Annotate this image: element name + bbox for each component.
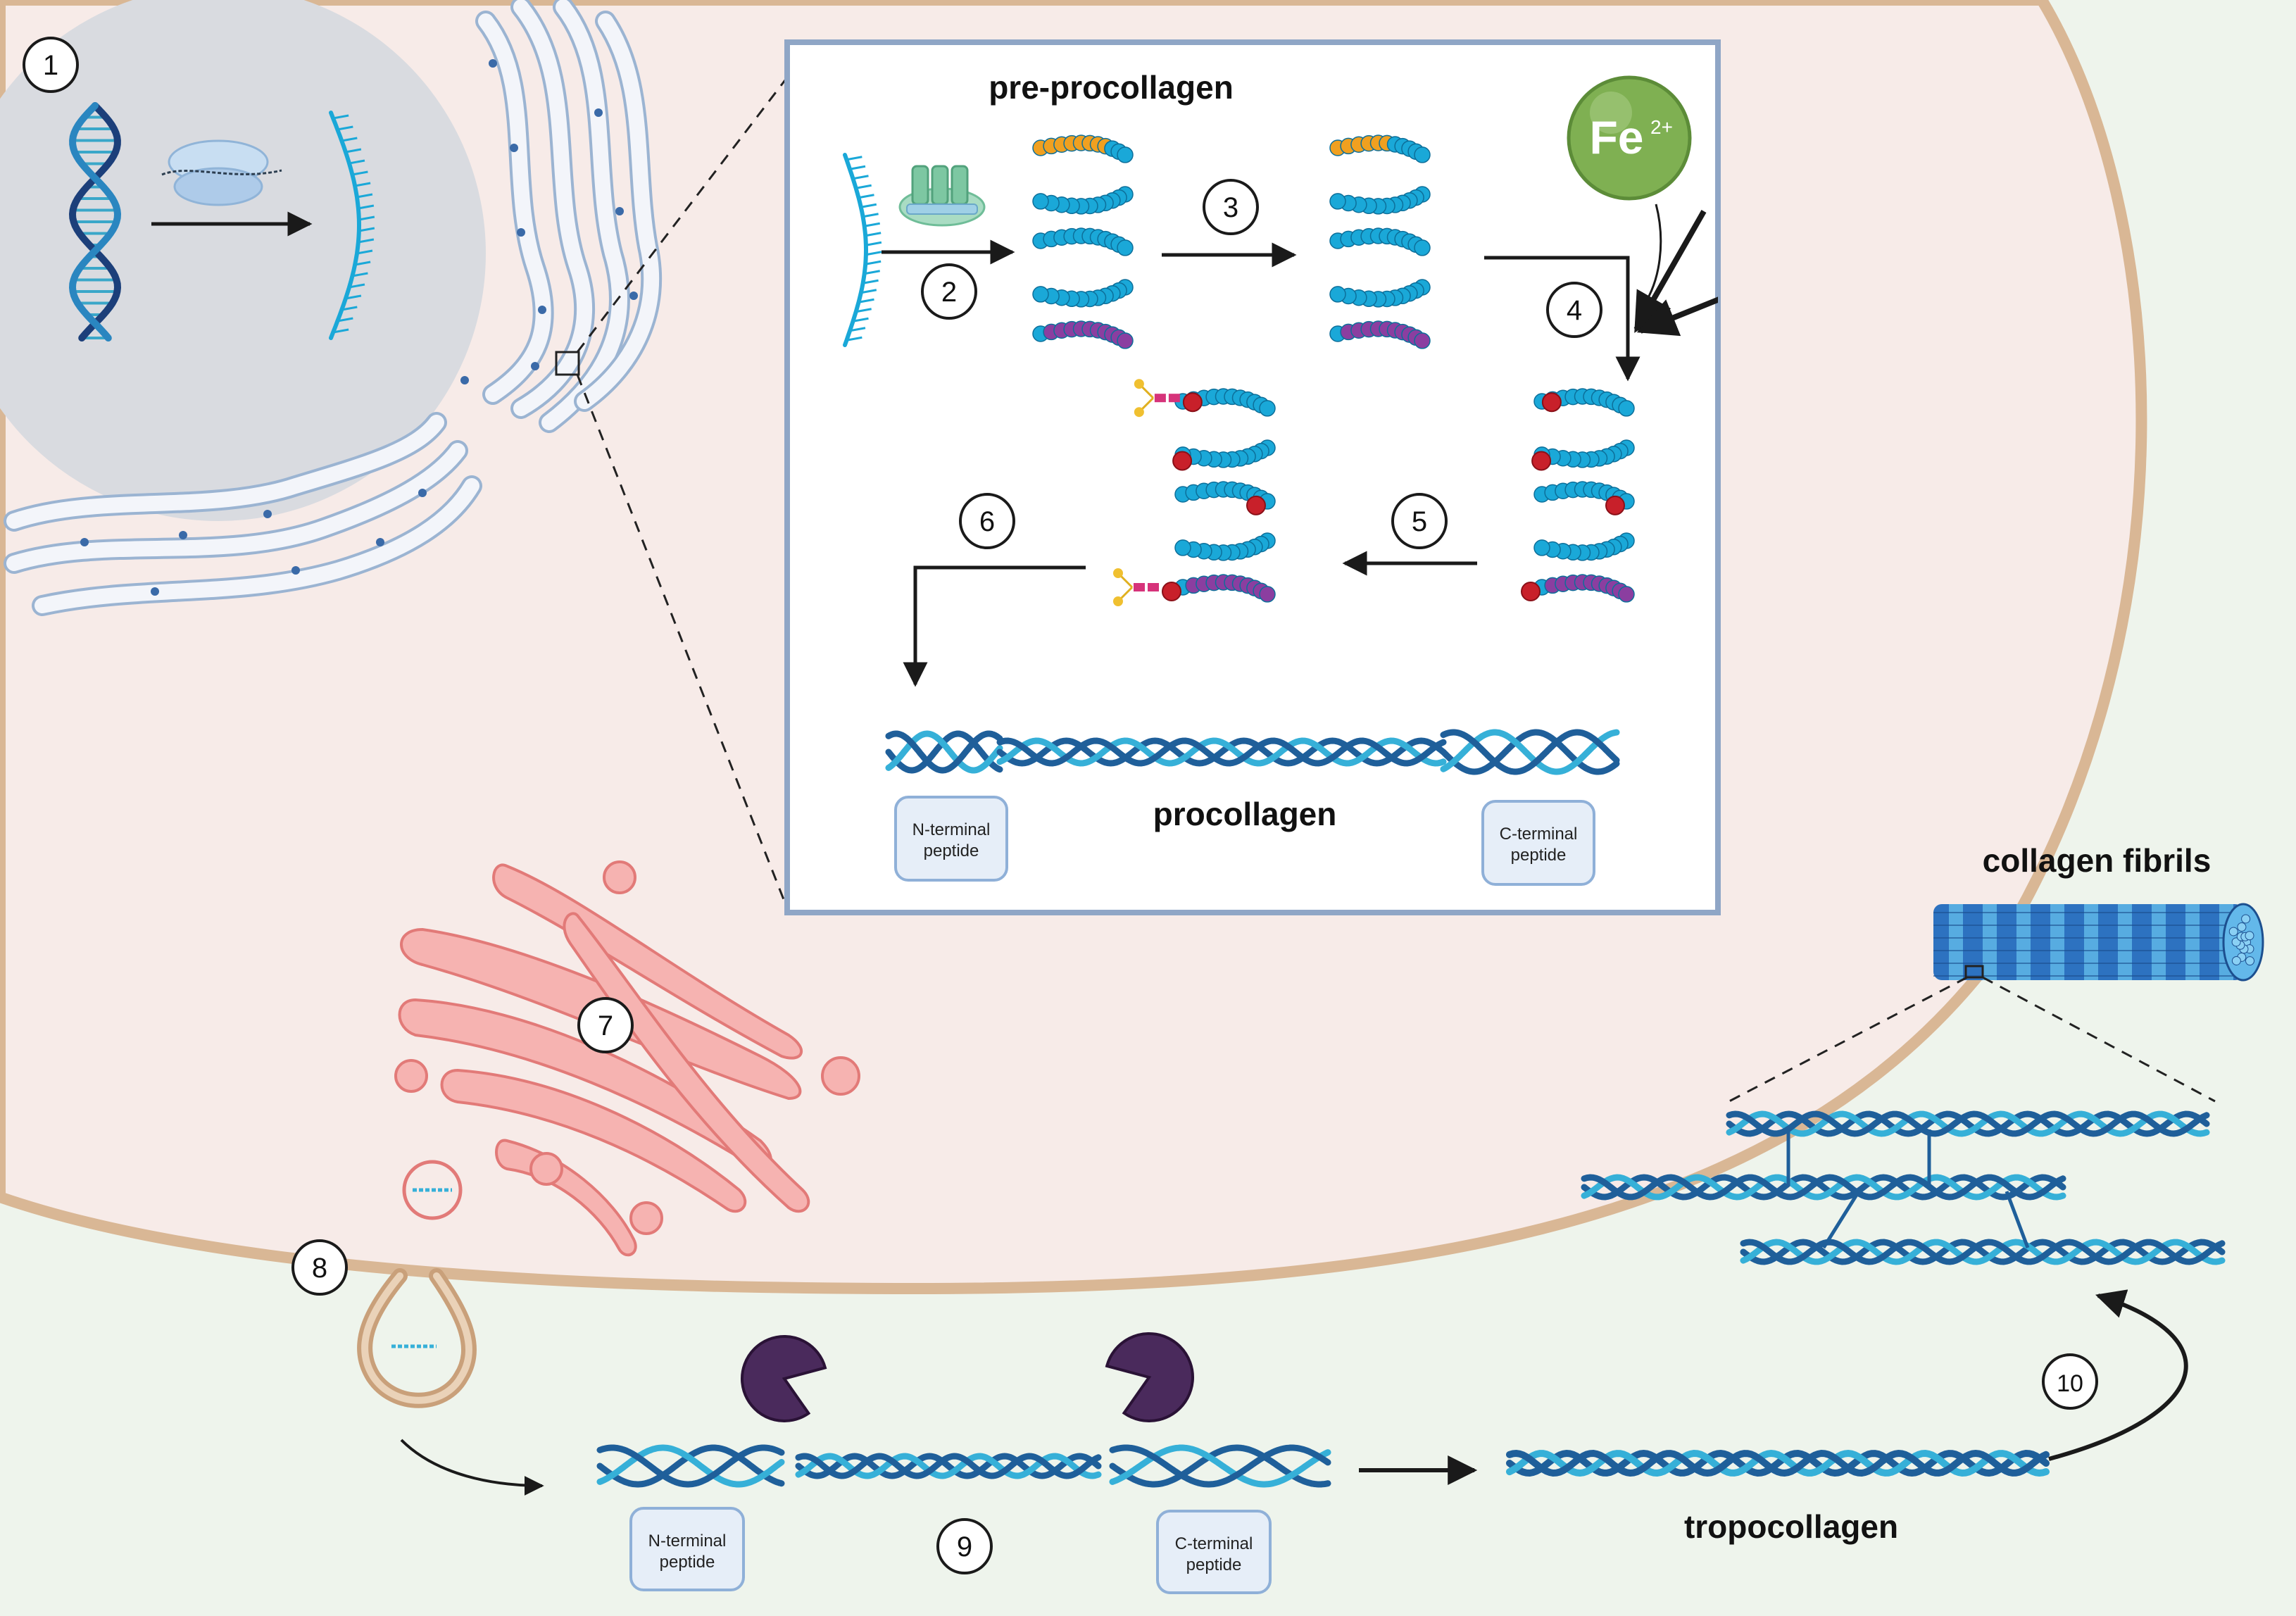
- procollagen-label: procollagen: [1153, 796, 1337, 832]
- collagen-fibril-cylinder-icon: [1933, 903, 2264, 982]
- c-terminal-line2-b: peptide: [1186, 1555, 1242, 1574]
- step-number: 3: [1223, 192, 1238, 223]
- pre-procollagen-label: pre-procollagen: [989, 69, 1234, 106]
- transport-vesicle: [402, 1160, 463, 1220]
- step-badge-1: 1: [23, 37, 79, 93]
- endoplasmic-reticulum: [4, 0, 663, 616]
- tropocollagen-helix: [1506, 1449, 2050, 1477]
- chain-pre-procollagen: [1032, 134, 1134, 349]
- iron-symbol: Fe: [1589, 111, 1643, 163]
- chain-procollagen-alpha: [1329, 134, 1431, 349]
- dna-helix-icon: [68, 102, 122, 342]
- fibril-zoom-lines: [1729, 965, 2216, 1103]
- ribosome-icon: [161, 139, 282, 206]
- collagen-fibrils-label: collagen fibrils: [1983, 842, 2212, 879]
- cleavage-helices: [596, 1444, 1331, 1488]
- mrna-strand-icon: [843, 153, 882, 347]
- tropocollagen-label: tropocollagen: [1684, 1508, 1898, 1545]
- step-badge-9: 9: [936, 1518, 993, 1574]
- n-terminal-line2-b: peptide: [660, 1553, 715, 1572]
- secretion-arrow: [400, 1439, 544, 1496]
- step-4-arrow: [1484, 256, 1641, 382]
- c-terminal-line1: C-terminal: [1500, 825, 1578, 844]
- step-badge-8: 8: [291, 1239, 348, 1296]
- step-number: 4: [1567, 295, 1582, 326]
- golgi-apparatus: [394, 860, 860, 1257]
- iron-charge: 2+: [1650, 116, 1673, 138]
- step-number: 5: [1412, 506, 1427, 537]
- c-terminal-line2: peptide: [1511, 846, 1567, 865]
- step-number: 8: [312, 1253, 327, 1284]
- step-badge-5: 5: [1391, 493, 1448, 549]
- step-badges: 1 2 3 4 5 6 7 8 9 10: [23, 37, 2098, 1574]
- chain-glycosylated: [1113, 379, 1276, 606]
- cofactor-arrow-oxygen: [1636, 296, 1718, 337]
- step-number: 9: [957, 1532, 972, 1562]
- step-number: 10: [2057, 1370, 2083, 1397]
- step-badge-3: 3: [1203, 179, 1259, 235]
- procollagen-triple-helix: [885, 729, 1620, 775]
- c-terminal-label-box-2: C-terminal peptide: [1156, 1510, 1272, 1594]
- fibril-crosslinked-helices: [1581, 1110, 2226, 1265]
- step-badge-10: 10: [2042, 1353, 2098, 1410]
- n-terminal-line2: peptide: [924, 841, 979, 860]
- chain-hydroxylated: [1521, 388, 1635, 603]
- iron-ion-icon: Fe 2+: [1567, 75, 1692, 201]
- n-terminal-line1: N-terminal: [912, 820, 991, 839]
- step-badge-6: 6: [959, 493, 1015, 549]
- step-number: 1: [43, 50, 58, 81]
- n-terminal-label-box-2: N-terminal peptide: [629, 1507, 745, 1591]
- pacman-protease-icon: [1105, 1332, 1194, 1422]
- ribosome-icon: [898, 165, 986, 227]
- step-6-arrow: [903, 565, 1086, 687]
- mrna-strand-icon: [329, 111, 375, 340]
- zoom-guide-lines: [555, 77, 789, 909]
- c-terminal-label-box: C-terminal peptide: [1481, 800, 1595, 886]
- step-badge-7: 7: [577, 997, 634, 1053]
- exocytosis-vesicle: [357, 1268, 477, 1408]
- n-terminal-line1-b: N-terminal: [648, 1532, 727, 1551]
- step-10-arrow: [2048, 1289, 2188, 1461]
- n-terminal-label-box: N-terminal peptide: [894, 796, 1008, 882]
- c-terminal-line1-b: C-terminal: [1175, 1534, 1253, 1553]
- step-badge-2: 2: [921, 263, 977, 320]
- step-number: 6: [979, 506, 995, 537]
- step-badge-4: 4: [1546, 282, 1602, 338]
- pacman-protease-icon: [741, 1335, 827, 1422]
- step-number: 2: [941, 277, 957, 308]
- step-number: 7: [598, 1010, 613, 1041]
